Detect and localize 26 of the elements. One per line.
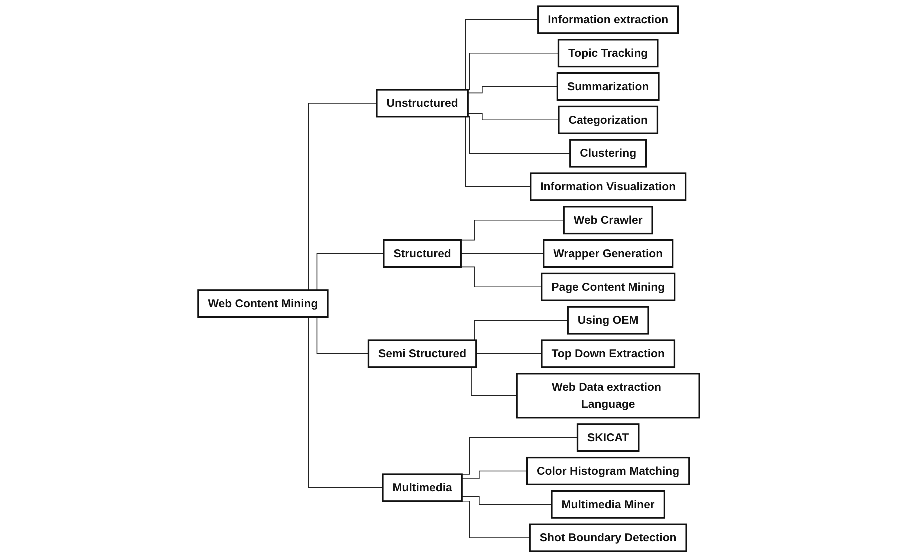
node-box: Unstructured (376, 89, 469, 118)
connector (460, 253, 544, 254)
connector (468, 113, 560, 121)
node-box: Multimedia (382, 474, 463, 502)
node-box: Structured (383, 240, 462, 268)
node-box: Information extraction (538, 6, 680, 34)
node-box: Wrapper Generation (543, 240, 674, 268)
node-box: Multimedia Miner (551, 490, 666, 519)
node-box: Using OEM (567, 306, 650, 335)
node-box: Summarization (556, 72, 660, 101)
node-box: Clustering (570, 139, 648, 168)
node-box: Web Data extraction Language (516, 373, 700, 419)
node-box: Shot Boundary Detection (529, 524, 688, 552)
connector (468, 86, 558, 94)
node-box: SKICAT (576, 424, 640, 452)
node-box: Categorization (558, 106, 659, 134)
node-box: Web Crawler (563, 206, 654, 235)
node-box: Top Down Extraction (541, 340, 676, 368)
node-box: Page Content Mining (541, 272, 676, 302)
node-box: Color Histogram Matching (526, 457, 690, 486)
connector (462, 496, 552, 506)
node-box: Topic Tracking (558, 39, 659, 68)
connector (462, 470, 528, 480)
node-box: Information Visualization (530, 172, 687, 202)
node-box: Web Content Mining (198, 290, 329, 318)
node-box: Semi Structured (368, 340, 478, 368)
